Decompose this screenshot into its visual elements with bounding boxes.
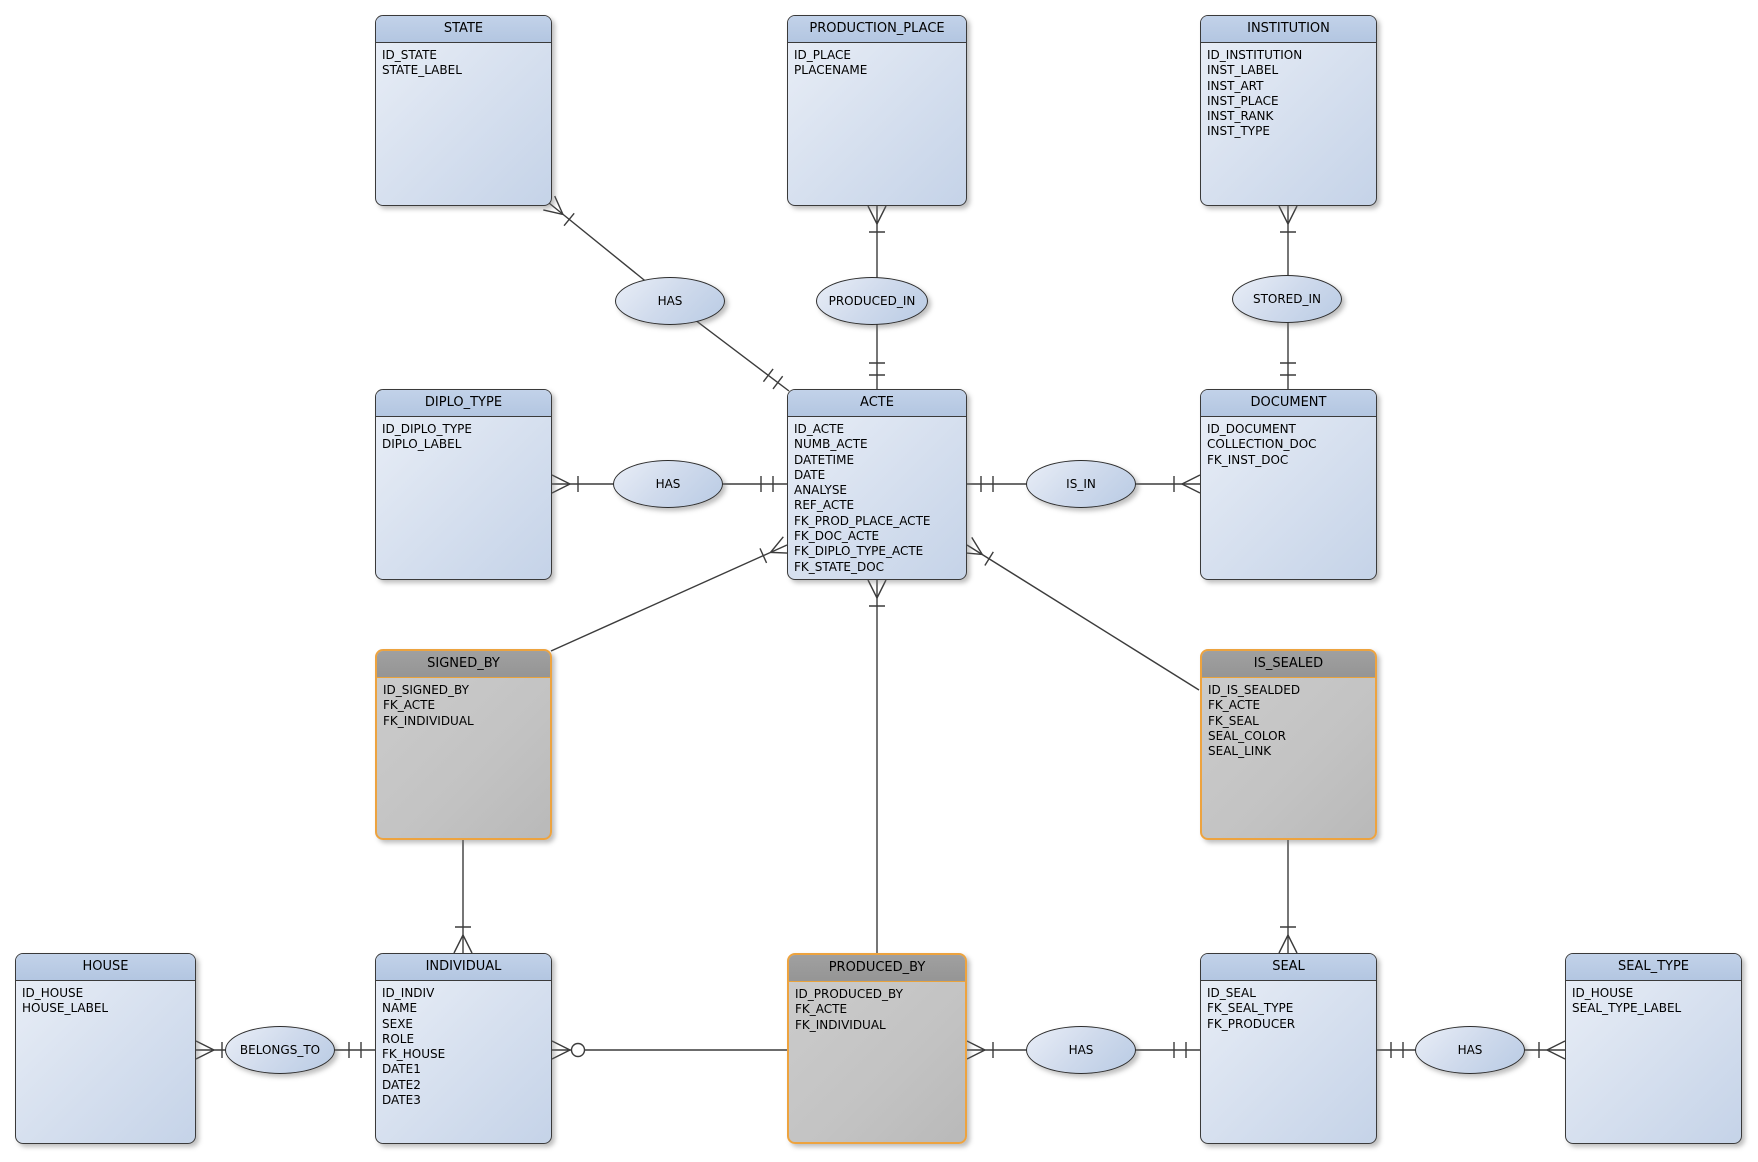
relationship-label: BELONGS_TO — [239, 1043, 321, 1057]
entity-fields: ID_ACTE NUMB_ACTE DATETIME DATE ANALYSE … — [794, 422, 931, 574]
entity-fields: ID_PRODUCED_BY FK_ACTE FK_INDIVIDUAL — [795, 987, 903, 1032]
entity-title: INSTITUTION — [1201, 16, 1376, 43]
entity-title: HOUSE — [16, 954, 195, 981]
relationship-label: HAS — [657, 294, 683, 308]
entity-title: SEAL — [1201, 954, 1376, 981]
entity-production-place[interactable]: PRODUCTION_PLACE ID_PLACE PLACENAME — [787, 15, 967, 206]
entity-title: SEAL_TYPE — [1566, 954, 1741, 981]
entity-title: IS_SEALED — [1202, 651, 1375, 678]
entity-house[interactable]: HOUSE ID_HOUSE HOUSE_LABEL — [15, 953, 196, 1144]
entity-seal[interactable]: SEAL ID_SEAL FK_SEAL_TYPE FK_PRODUCER — [1200, 953, 1377, 1144]
entity-title: ACTE — [788, 390, 966, 417]
entity-signed-by[interactable]: SIGNED_BY ID_SIGNED_BY FK_ACTE FK_INDIVI… — [375, 649, 552, 840]
entity-diplo-type[interactable]: DIPLO_TYPE ID_DIPLO_TYPE DIPLO_LABEL — [375, 389, 552, 580]
entity-title: INDIVIDUAL — [376, 954, 551, 981]
entity-fields: ID_INDIV NAME SEXE ROLE FK_HOUSE DATE1 D… — [382, 986, 446, 1108]
relationship-label: PRODUCED_IN — [828, 294, 916, 308]
relationship-has-diplotype-acte[interactable]: HAS — [613, 460, 723, 508]
entity-individual[interactable]: INDIVIDUAL ID_INDIV NAME SEXE ROLE FK_HO… — [375, 953, 552, 1144]
entity-is-sealed[interactable]: IS_SEALED ID_IS_SEALDED FK_ACTE FK_SEAL … — [1200, 649, 1377, 840]
entity-title: SIGNED_BY — [377, 651, 550, 678]
relationship-belongs-to[interactable]: BELONGS_TO — [225, 1026, 335, 1074]
entity-state[interactable]: STATE ID_STATE STATE_LABEL — [375, 15, 552, 206]
relationship-label: IS_IN — [1066, 477, 1096, 491]
relationship-label: HAS — [1068, 1043, 1094, 1057]
entity-title: PRODUCED_BY — [789, 955, 965, 982]
entity-title: DIPLO_TYPE — [376, 390, 551, 417]
entity-acte[interactable]: ACTE ID_ACTE NUMB_ACTE DATETIME DATE ANA… — [787, 389, 967, 580]
entity-fields: ID_SIGNED_BY FK_ACTE FK_INDIVIDUAL — [383, 683, 474, 728]
connector-acte-issealed — [966, 544, 1200, 691]
relationship-label: STORED_IN — [1252, 292, 1322, 306]
entity-seal-type[interactable]: SEAL_TYPE ID_HOUSE SEAL_TYPE_LABEL — [1565, 953, 1742, 1144]
relationship-has-producedby-seal[interactable]: HAS — [1026, 1026, 1136, 1074]
entity-title: PRODUCTION_PLACE — [788, 16, 966, 43]
entity-produced-by[interactable]: PRODUCED_BY ID_PRODUCED_BY FK_ACTE FK_IN… — [787, 953, 967, 1144]
relationship-label: HAS — [1457, 1043, 1483, 1057]
entity-fields: ID_STATE STATE_LABEL — [382, 48, 462, 78]
entity-institution[interactable]: INSTITUTION ID_INSTITUTION INST_LABEL IN… — [1200, 15, 1377, 206]
entity-fields: ID_DOCUMENT COLLECTION_DOC FK_INST_DOC — [1207, 422, 1317, 467]
connector-acte-signedby — [550, 544, 788, 652]
entity-fields: ID_SEAL FK_SEAL_TYPE FK_PRODUCER — [1207, 986, 1296, 1031]
entity-fields: ID_INSTITUTION INST_LABEL INST_ART INST_… — [1207, 48, 1303, 139]
entity-title: STATE — [376, 16, 551, 43]
relationship-has-state-acte[interactable]: HAS — [615, 277, 725, 325]
entity-fields: ID_IS_SEALDED FK_ACTE FK_SEAL SEAL_COLOR… — [1208, 683, 1301, 759]
entity-fields: ID_HOUSE HOUSE_LABEL — [22, 986, 109, 1016]
entity-fields: ID_PLACE PLACENAME — [794, 48, 868, 78]
relationship-label: HAS — [655, 477, 681, 491]
entity-fields: ID_DIPLO_TYPE DIPLO_LABEL — [382, 422, 472, 452]
relationship-has-seal-sealtype[interactable]: HAS — [1415, 1026, 1525, 1074]
relationship-is-in[interactable]: IS_IN — [1026, 460, 1136, 508]
relationship-produced-in[interactable]: PRODUCED_IN — [816, 277, 928, 325]
entity-title: DOCUMENT — [1201, 390, 1376, 417]
entity-fields: ID_HOUSE SEAL_TYPE_LABEL — [1572, 986, 1682, 1016]
relationship-stored-in[interactable]: STORED_IN — [1232, 275, 1342, 323]
entity-document[interactable]: DOCUMENT ID_DOCUMENT COLLECTION_DOC FK_I… — [1200, 389, 1377, 580]
